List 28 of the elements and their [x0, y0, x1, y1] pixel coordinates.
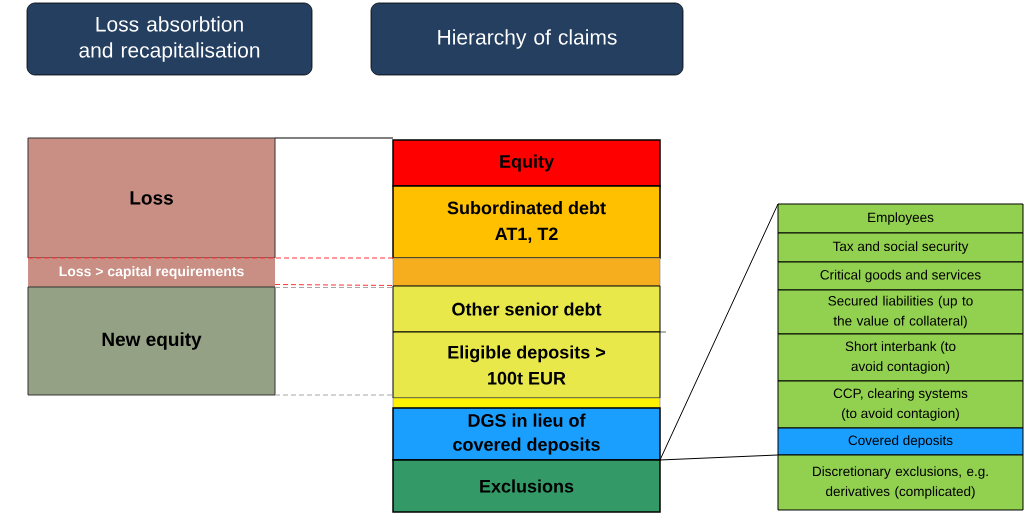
list-row: CCP, clearing systems (to avoid contagion)	[777, 380, 1024, 429]
claim-band: Equity	[392, 139, 661, 187]
list-row: Discretionary exclusions, e.g. derivatives (complicated)	[777, 454, 1024, 511]
list-row: Critical goods and services	[777, 261, 1024, 291]
connector-line	[274, 137, 394, 139]
zoom-line	[659, 203, 779, 461]
claim-band: DGS in lieu of covered deposits	[392, 407, 661, 461]
claim-band: Other senior debt	[392, 285, 661, 333]
list-row: Short interbank (to avoid contagion)	[777, 333, 1024, 382]
dashed-line	[27, 257, 394, 259]
hatched-band	[392, 257, 661, 287]
loss-band: Loss > capital requirements	[28, 258, 275, 287]
header-box: Loss absorbtion and recapitalisation	[26, 2, 313, 76]
dashed-line	[274, 394, 394, 396]
claim-band	[392, 397, 661, 409]
list-row: Employees	[777, 203, 1024, 234]
list-row: Covered deposits	[777, 427, 1024, 456]
equity-box: New equity	[27, 286, 276, 396]
claim-band: Eligible deposits > 100t EUR	[392, 331, 661, 399]
claim-band: Exclusions	[392, 459, 661, 513]
node-label: Loss > capital requirements	[59, 265, 244, 280]
zoom-line	[659, 454, 779, 461]
header-box: Hierarchy of claims	[370, 2, 684, 76]
dashed-line	[274, 287, 394, 288]
dashed-line	[274, 284, 394, 286]
list-row: Secured liabilities (up to the value of collateral)	[777, 289, 1024, 335]
claim-band: Subordinated debt AT1, T2	[392, 185, 661, 259]
list-row: Tax and social security	[777, 232, 1024, 263]
